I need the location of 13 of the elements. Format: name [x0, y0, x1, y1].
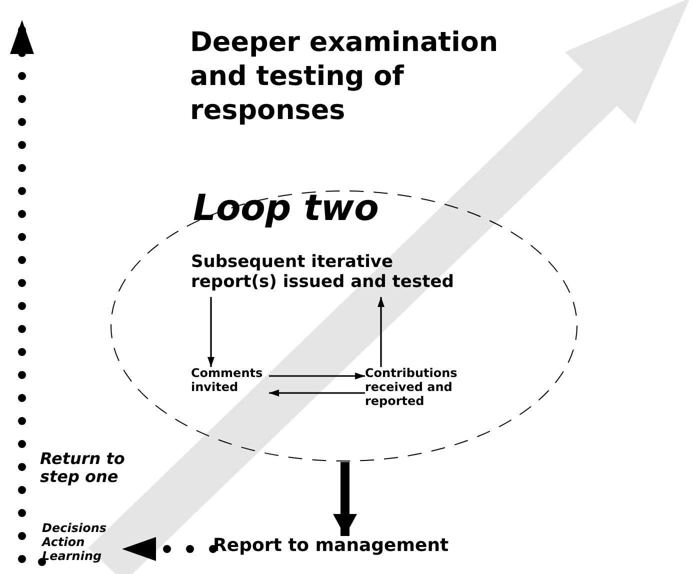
- heading: Deeper examination and testing of responses: [190, 26, 500, 128]
- loop-title: Loop two: [193, 188, 379, 230]
- step-text: Subsequent iterative report(s) issued and tested: [191, 253, 481, 297]
- arrow: [208, 297, 214, 367]
- arrow: [269, 372, 365, 380]
- outcome-text: Decisions Action Learning: [42, 522, 122, 574]
- step-text: Comments invited: [191, 367, 269, 399]
- step-text: Contributions received and reported: [365, 367, 475, 413]
- arrow: [378, 297, 384, 367]
- step-text: Report to management: [213, 536, 463, 560]
- arrow: [333, 462, 357, 536]
- arrow: [269, 390, 365, 396]
- edge-label: Return to step one: [40, 450, 126, 487]
